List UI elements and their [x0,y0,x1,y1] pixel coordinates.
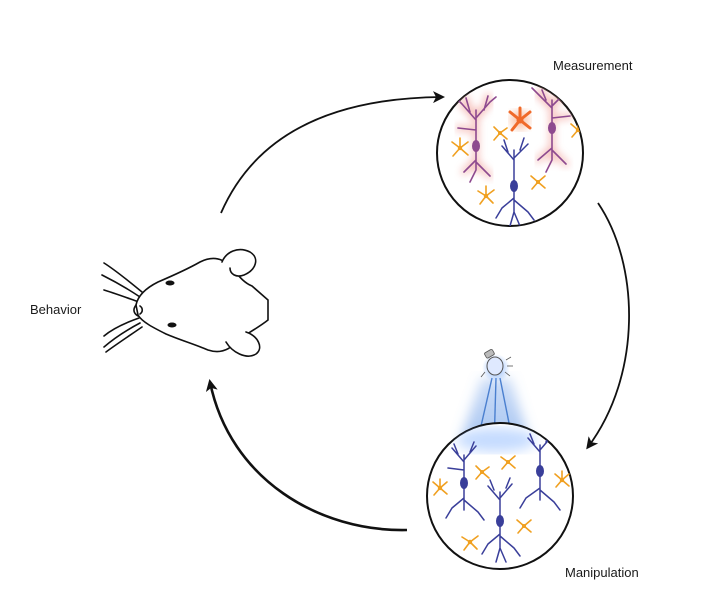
arrow-measurement-to-manipulation [586,202,630,450]
measurement-label: Measurement [553,58,633,73]
behavior-label: Behavior [30,302,82,317]
active-neuron-left [455,93,497,183]
mouse-head-icon [101,248,269,357]
measurement-circle [436,79,584,227]
astrocytes [432,455,570,551]
neurons [445,431,561,563]
arrow-behavior-to-measurement [220,91,445,214]
neuron-center [495,137,535,226]
manipulation-label: Manipulation [565,565,639,580]
astrocytes [451,120,583,205]
light-bulb-icon [480,349,513,382]
arrow-manipulation-to-behavior [205,379,408,532]
active-neuron-right [531,85,573,173]
astrocyte-active [508,106,532,132]
manipulation-circle [426,422,574,570]
